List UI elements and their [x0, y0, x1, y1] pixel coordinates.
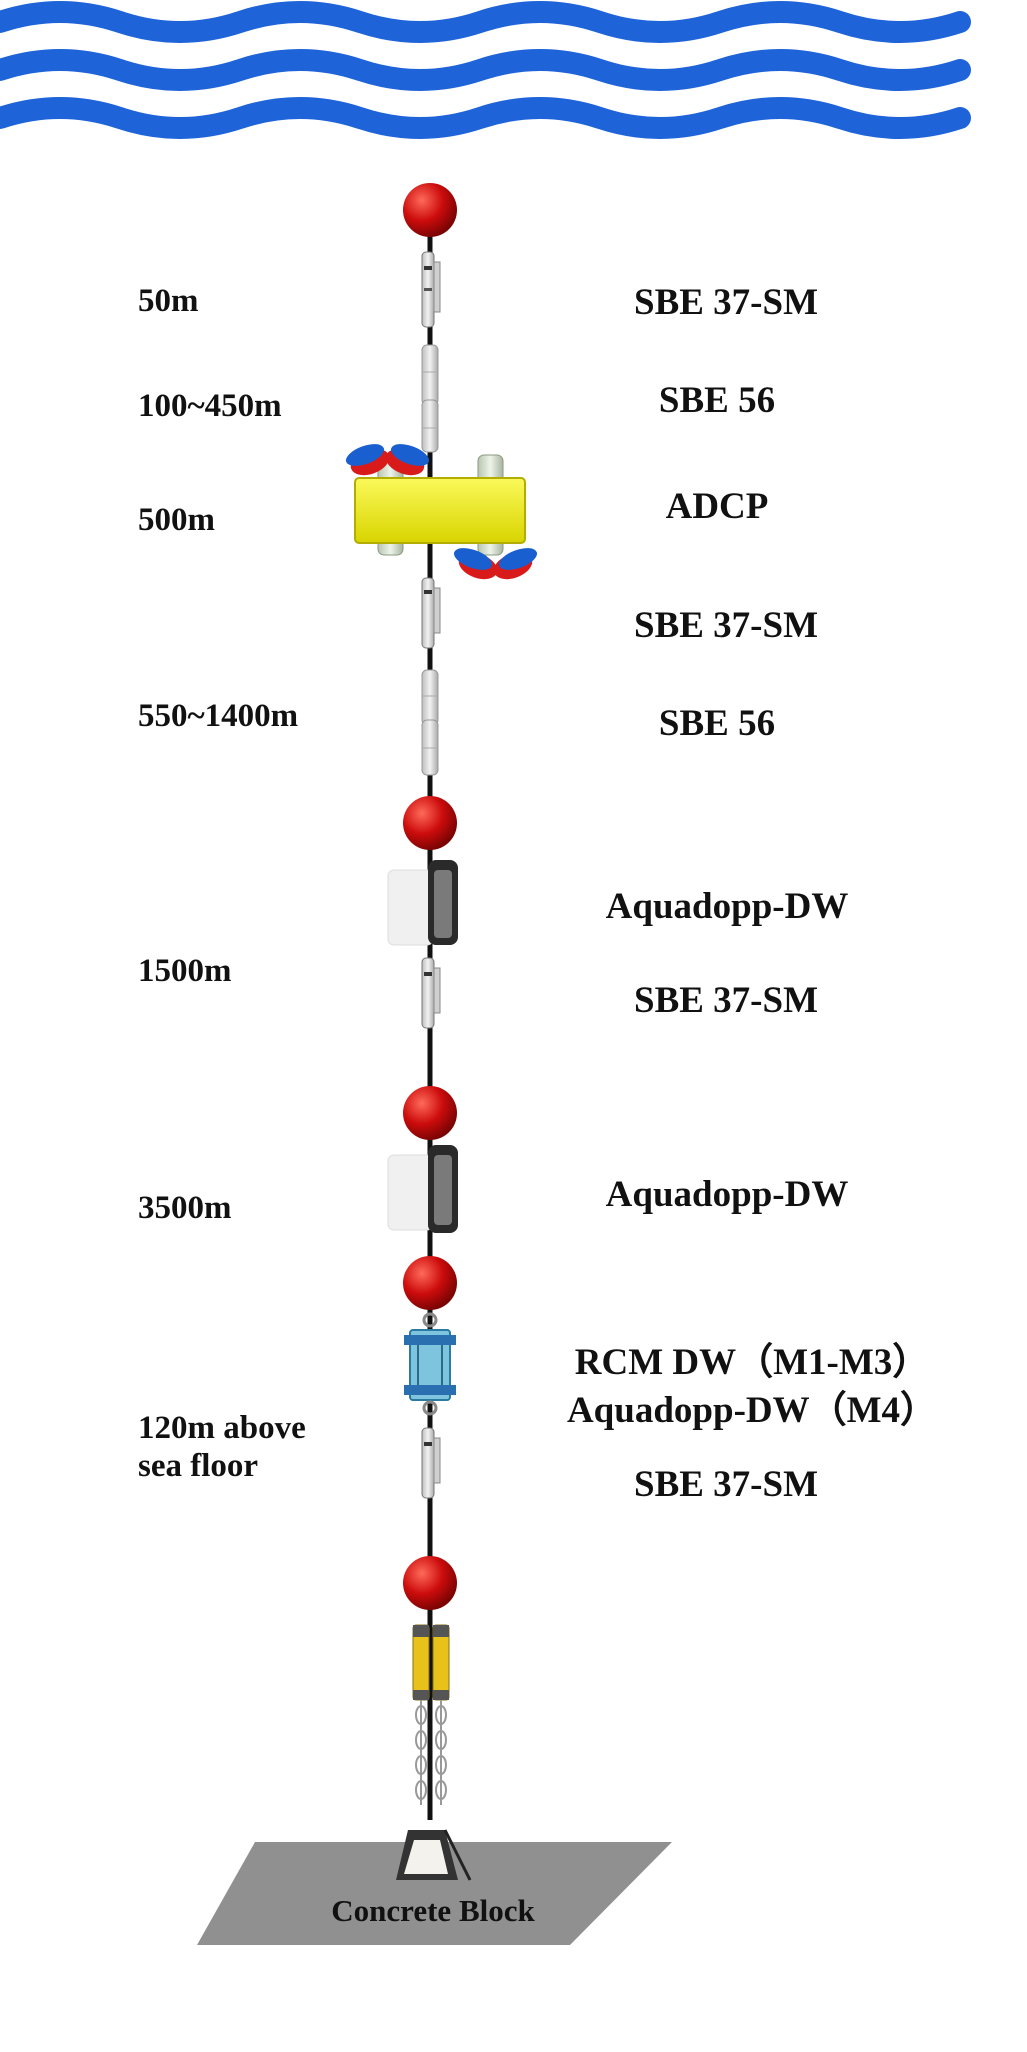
instrument-label-sbe56-2: SBE 56	[658, 703, 776, 744]
adcp-floats-right	[453, 548, 538, 580]
instrument-label-sbe56-1: SBE 56	[658, 380, 776, 421]
instrument-label-adcp: ADCP	[665, 486, 769, 527]
depth-label-550-1400m: 550~1400m	[138, 698, 299, 734]
anchor-chains	[415, 1700, 447, 1805]
adcp-frame	[345, 444, 538, 580]
sbe37-sensor-1	[421, 251, 441, 328]
float-3	[403, 1086, 457, 1140]
seabed-label-concrete-block: Concrete Block	[331, 1893, 535, 1928]
instrument-label-aquadopp-2: Aquadopp-DW	[605, 1174, 849, 1215]
wave-2	[0, 49, 971, 91]
instrument-label-rcm-dw: RCM DW（M1-M3）	[574, 1342, 930, 1383]
depth-label-100-450m: 100~450m	[138, 388, 282, 424]
aquadopp-dw-1	[387, 860, 458, 946]
depth-label-1500m: 1500m	[138, 953, 232, 989]
instrument-label-sbe37-1: SBE 37-SM	[633, 282, 819, 323]
sbe56-sensor-group-1	[421, 344, 439, 453]
sbe37-sensor-2	[421, 577, 441, 649]
rcm-dw-current-meter	[404, 1312, 456, 1416]
depth-label-line-2: sea floor	[138, 1447, 259, 1484]
depth-label-3500m: 3500m	[138, 1190, 232, 1226]
instrument-label-sbe37-3: SBE 37-SM	[633, 980, 819, 1021]
aquadopp-dw-2	[387, 1145, 458, 1233]
depth-label-500m: 500m	[138, 502, 215, 538]
instrument-label-sbe37-2: SBE 37-SM	[633, 605, 819, 646]
float-2	[403, 796, 457, 850]
sbe37-sensor-3	[421, 957, 441, 1029]
instrument-label-aquadopp-1: Aquadopp-DW	[605, 886, 849, 927]
adcp-floats-left	[345, 444, 430, 476]
sbe37-sensor-4	[421, 1427, 441, 1499]
depth-label-line-1: 120m above	[138, 1410, 306, 1446]
wave-3	[0, 97, 971, 139]
float-4	[403, 1256, 457, 1310]
concrete-anchor-block	[396, 1829, 472, 1881]
sbe56-sensor-group-2	[421, 669, 439, 776]
instrument-label-aquadopp-m4: Aquadopp-DW（M4）	[566, 1390, 938, 1431]
depth-label-120m-above-sea-floor: 120m above sea floor	[138, 1410, 306, 1486]
sea-surface-waves	[0, 1, 971, 139]
float-5	[403, 1556, 457, 1610]
instrument-label-sbe37-4: SBE 37-SM	[633, 1464, 819, 1505]
wave-1	[0, 1, 971, 43]
depth-label-50m: 50m	[138, 283, 199, 319]
seabed-plane	[197, 1842, 672, 1945]
float-1	[403, 183, 457, 237]
